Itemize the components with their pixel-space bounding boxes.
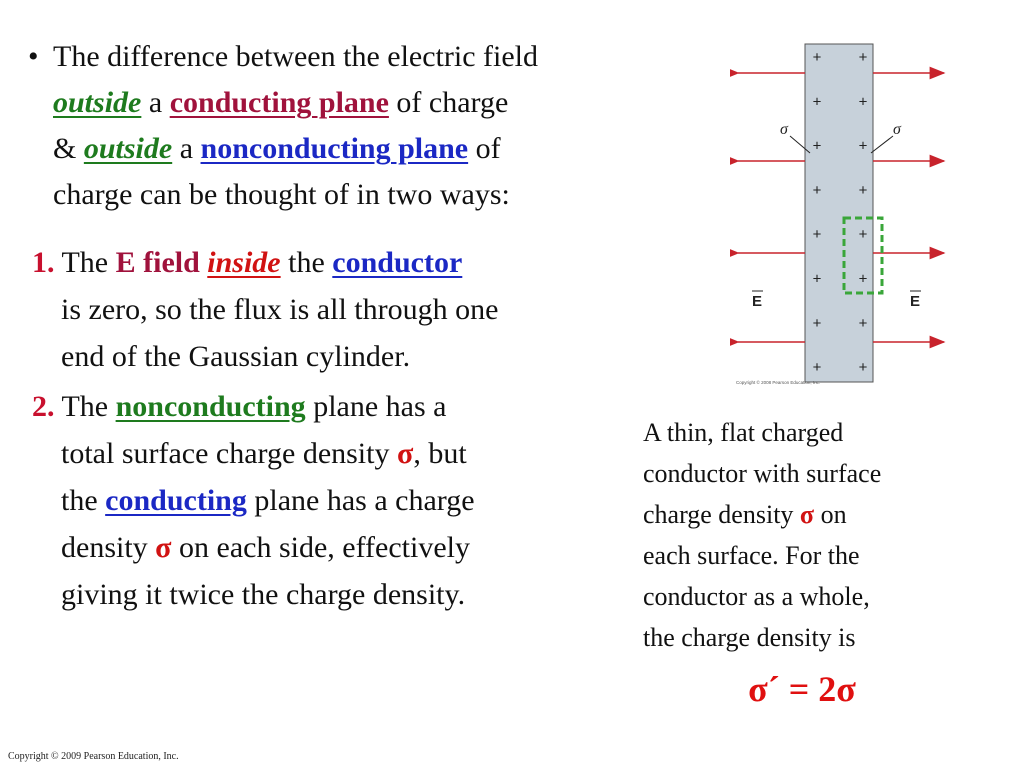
inside-term: inside (207, 246, 281, 279)
sigma-pointer-right (870, 135, 894, 154)
point-2-line-2: total surface charge density σ, but (32, 430, 672, 477)
intro-text-a: a (141, 86, 170, 119)
point-1: 1. The E field inside the conductor is z… (32, 239, 672, 380)
bullet-dot: • (28, 40, 39, 73)
e-field-term: E field (115, 246, 200, 279)
outside-term-1: outside (53, 86, 142, 119)
intro-text: The difference between the electric fiel… (53, 34, 668, 218)
point-2-line-3: the conducting plane has a charge (32, 477, 672, 524)
point-2-text-total: total surface charge density (61, 437, 397, 470)
slide-copyright: Copyright © 2009 Pearson Education, Inc. (8, 751, 179, 762)
point-2-text-the: The (54, 390, 116, 423)
field-lines-right (873, 66, 946, 349)
sigma-label-left: σ (780, 121, 789, 138)
point-2-text-density: density (61, 531, 156, 564)
point-2-text-the-2: the (61, 484, 106, 517)
intro-bullet: • The difference between the electric fi… (28, 34, 668, 218)
point-1-line-2: is zero, so the flux is all through one (61, 293, 499, 326)
point-2-line-5: giving it twice the charge density. (61, 578, 466, 611)
e-label-right: E (910, 293, 920, 310)
sigma-symbol-2: σ (155, 531, 172, 564)
caption-line-4: each surface. For the (643, 541, 860, 570)
conducting-plane-term: conducting plane (169, 86, 389, 119)
plus-charge-left: + (813, 271, 822, 288)
gaussian-cylinder (842, 216, 884, 295)
point-1-text-the: The (54, 246, 116, 279)
point-2-line-4: density σ on each side, effectively (32, 524, 672, 571)
intro-line-1: The difference between the electric fiel… (53, 40, 538, 73)
sigma-pointer-left (789, 135, 811, 154)
point-1-line-3: end of the Gaussian cylinder. (61, 340, 411, 373)
outside-term-2: outside (83, 132, 173, 165)
conductor-term: conductor (332, 246, 463, 279)
intro-text-of: of (468, 132, 501, 165)
plus-charge-right: + (859, 182, 868, 199)
point-2: 2. The nonconducting plane has a total s… (32, 383, 672, 618)
plus-charge-left: + (813, 138, 822, 155)
plus-charge-left: + (813, 49, 822, 66)
plus-charge-right: + (859, 93, 868, 110)
point-2-text-on-each: on each side, effectively (171, 531, 470, 564)
point-2-text-plane-has: plane has a charge (246, 484, 475, 517)
intro-text-a-2: a (172, 132, 201, 165)
plus-charge-left: + (813, 182, 822, 199)
charge-density-formula: σ´ = 2σ (748, 669, 856, 709)
sigma-symbol-1: σ (396, 437, 414, 470)
surface-charges: + + + + + + + + + + + + + + + + (813, 49, 868, 376)
conductor-diagram: + + + + + + + + + + + + + + + + σ σ E E Copyright © 200… (730, 43, 946, 385)
field-lines-left (730, 66, 805, 349)
point-2-text-plane: plane has a (305, 390, 447, 423)
nonconducting-plane-term: nonconducting plane (200, 132, 469, 165)
conducting-term: conducting (105, 484, 247, 517)
plus-charge-left: + (813, 359, 822, 376)
caption-line-5: conductor as a whole, (643, 582, 870, 611)
plus-charge-right: + (859, 138, 868, 155)
sigma-label-right: σ (893, 121, 902, 138)
charged-conductor-figure: + + + + + + + + + + + + + + + + σ σ E E Copyright © 200… (730, 40, 955, 392)
plus-charge-left: + (813, 226, 822, 243)
plus-charge-right: + (859, 271, 868, 288)
point-1-text-the-2: the (280, 246, 333, 279)
intro-line-4: charge can be thought of in two ways: (53, 178, 510, 211)
intro-text-of-charge: of charge (388, 86, 509, 119)
caption-line-6: the charge density is (643, 623, 856, 652)
intro-text-amp: & (53, 132, 84, 165)
figure-copyright: Copyright © 2008 Pearson Education, Inc. (736, 379, 820, 385)
caption-on: on (814, 500, 847, 529)
plus-charge-right: + (859, 49, 868, 66)
plus-charge-right: + (859, 226, 868, 243)
point-1-number: 1. (32, 246, 55, 279)
caption-sigma: σ (799, 500, 815, 529)
caption-line-2: conductor with surface (643, 459, 882, 488)
e-label-left: E (752, 293, 762, 310)
plus-charge-left: + (813, 93, 822, 110)
caption-line-1: A thin, flat charged (643, 418, 844, 447)
plus-charge-left: + (813, 315, 822, 332)
conductor-plate (804, 43, 874, 383)
figure-caption: A thin, flat charged conductor with surf… (643, 412, 973, 658)
point-2-number: 2. (32, 390, 55, 423)
plus-charge-right: + (859, 359, 868, 376)
caption-line-3: charge density (643, 500, 800, 529)
plus-charge-right: + (859, 315, 868, 332)
nonconducting-term: nonconducting (115, 390, 306, 423)
point-2-text-but: , but (413, 437, 467, 470)
